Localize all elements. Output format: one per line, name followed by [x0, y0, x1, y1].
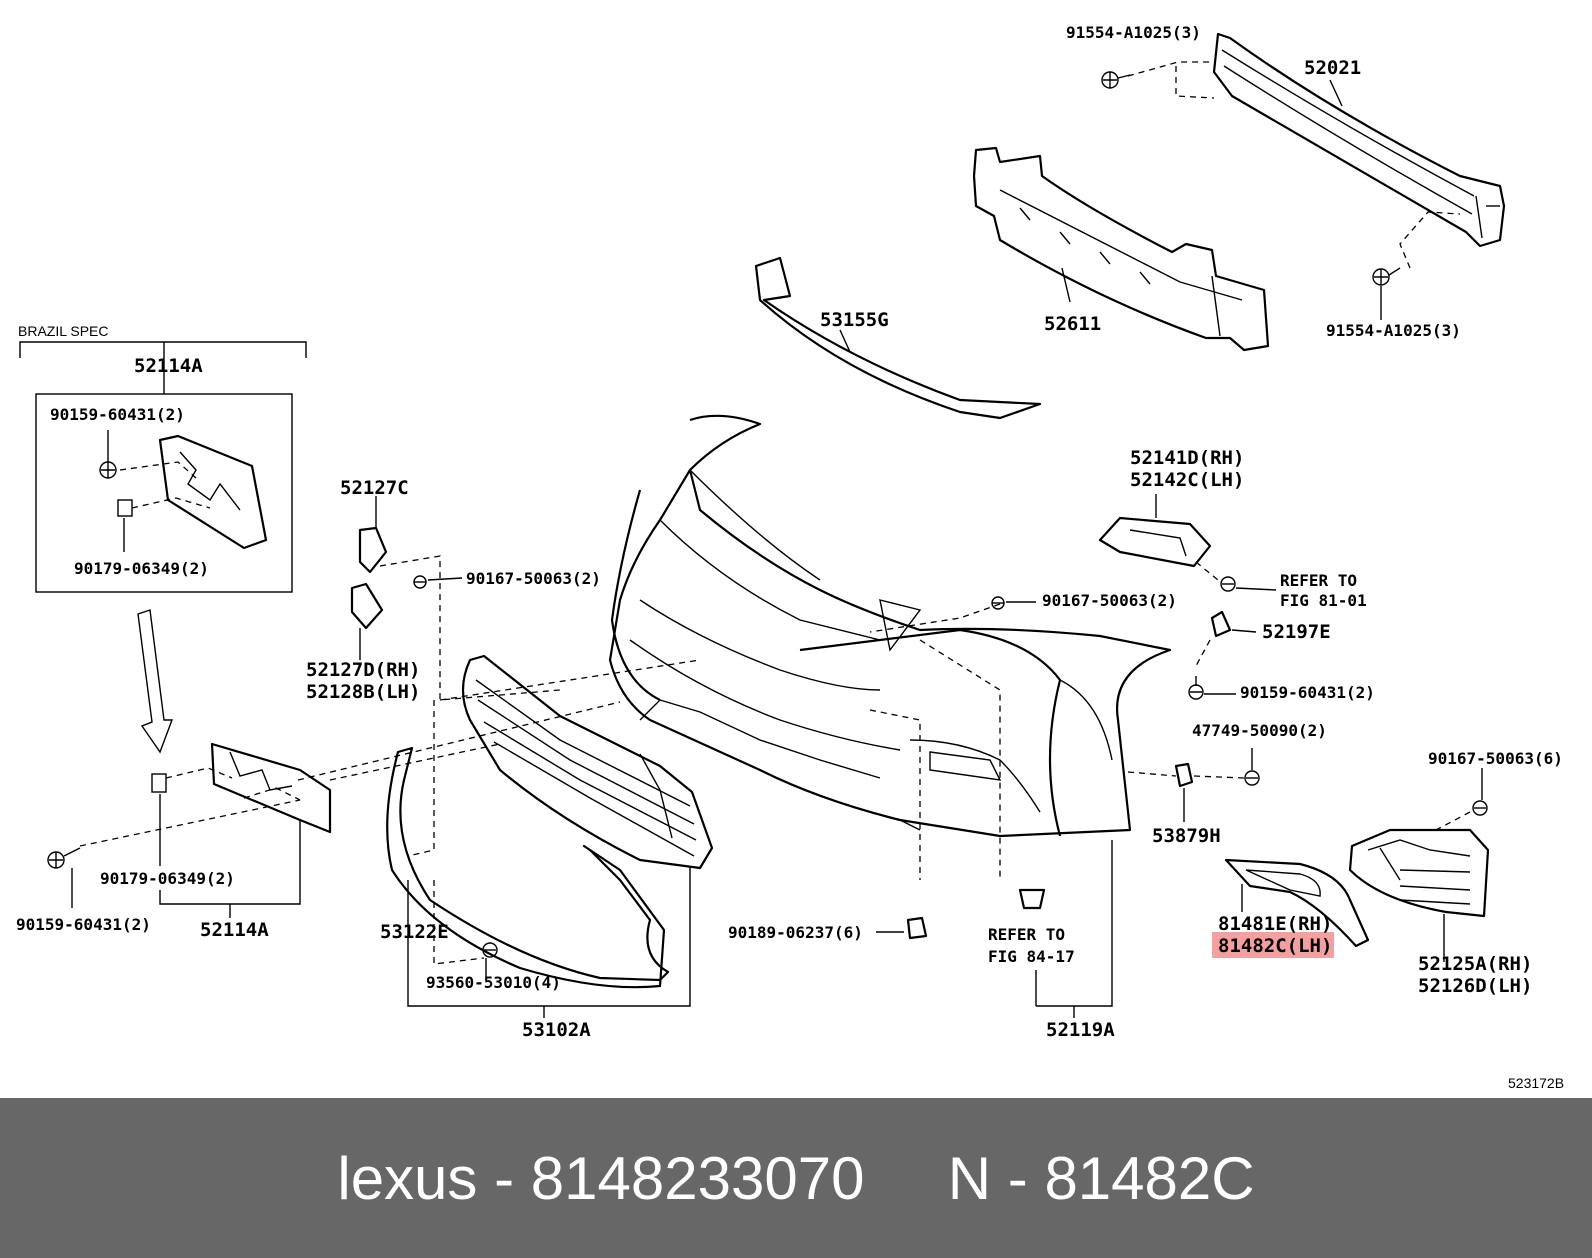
- label-refer-84-a: REFER TO: [988, 925, 1065, 944]
- nut-90179-box: [117, 499, 133, 517]
- labels: 91554-A1025(3) 52021 91554-A1025(3) 5315…: [16, 23, 1564, 1091]
- clip-90167-mid: [991, 596, 1005, 610]
- clip-refer-84: [1018, 888, 1046, 910]
- bracket-52127D: [350, 582, 384, 630]
- footer-banner: lexus - 8148233070 N - 81482C: [0, 1098, 1592, 1258]
- label-52611: 52611: [1044, 313, 1101, 335]
- screw-90159-right: [1188, 676, 1204, 700]
- label-52197E: 52197E: [1262, 621, 1331, 643]
- bolt-91554-top: [1101, 71, 1131, 89]
- label-53122E: 53122E: [380, 921, 449, 943]
- bracket-52127C: [358, 526, 388, 574]
- label-brazil-spec: BRAZIL SPEC: [18, 323, 109, 339]
- molding-53122E: [386, 746, 670, 989]
- label-90159-box: 90159-60431(2): [50, 405, 185, 424]
- bolt-90159-lower: [47, 847, 81, 869]
- seal-53879H: [1174, 762, 1194, 788]
- nut-90179-lower: [151, 773, 167, 793]
- label-90159-bottom: 90159-60431(2): [16, 915, 151, 934]
- label-52114A-bottom: 52114A: [200, 919, 269, 941]
- label-52127D: 52127D(RH): [306, 659, 420, 681]
- clip-90167-right: [1472, 800, 1488, 816]
- fog-lamp-bracket-52125A: [1348, 828, 1490, 918]
- label-90167-right: 90167-50063(6): [1428, 749, 1563, 768]
- label-52125A: 52125A(RH): [1418, 953, 1532, 975]
- label-52127C: 52127C: [340, 477, 409, 499]
- label-refer-81-a: REFER TO: [1280, 571, 1357, 590]
- highlight-81482C: [1212, 932, 1334, 958]
- label-52128B: 52128B(LH): [306, 681, 420, 703]
- label-93560: 93560-53010(4): [426, 973, 561, 992]
- footer-text: lexus - 8148233070 N - 81482C: [337, 1144, 1255, 1212]
- bolt-90159-box: [99, 461, 117, 479]
- lower-grille-53102A: [461, 654, 714, 870]
- label-52126D: 52126D(LH): [1418, 975, 1532, 997]
- label-47749: 47749-50090(2): [1192, 721, 1327, 740]
- label-90179-bottom: 90179-06349(2): [100, 869, 235, 888]
- screw-refer-81: [1220, 576, 1236, 592]
- label-81482C: 81482C(LH): [1218, 935, 1332, 957]
- clip-93560: [482, 942, 498, 958]
- parts-diagram: 91554-A1025(3) 52021 91554-A1025(3) 5315…: [16, 23, 1564, 1091]
- label-52119A: 52119A: [1046, 1019, 1115, 1041]
- label-90189: 90189-06237(6): [728, 923, 863, 942]
- bolt-91554-right: [1372, 267, 1401, 286]
- label-53155G: 53155G: [820, 309, 889, 331]
- energy-absorber-52611: [972, 146, 1270, 352]
- bumper-reinforcement-52021: [1212, 32, 1506, 248]
- label-90159-right: 90159-60431(2): [1240, 683, 1375, 702]
- front-bumper-cover-52119A: [608, 414, 1172, 838]
- label-52021: 52021: [1304, 57, 1361, 79]
- label-52141D: 52141D(RH): [1130, 447, 1244, 469]
- license-bracket-52114A: [210, 742, 332, 834]
- down-arrow: [137, 609, 174, 754]
- label-52142C: 52142C(LH): [1130, 469, 1244, 491]
- label-53879H: 53879H: [1152, 825, 1221, 847]
- label-53102A: 53102A: [522, 1019, 591, 1041]
- absorber-53155G: [754, 256, 1042, 420]
- clip-47749: [1244, 770, 1260, 786]
- label-91554-right: 91554-A1025(3): [1326, 321, 1461, 340]
- label-91554-top: 91554-A1025(3): [1066, 23, 1201, 42]
- label-90167-mid: 90167-50063(2): [1042, 591, 1177, 610]
- retainer-52141D: [1098, 516, 1212, 568]
- label-refer-81-b: FIG 81-01: [1280, 591, 1367, 610]
- label-ref-code: 523172B: [1508, 1075, 1564, 1091]
- label-52114A-top: 52114A: [134, 355, 203, 377]
- label-81481E: 81481E(RH): [1218, 913, 1332, 935]
- label-90179-box: 90179-06349(2): [74, 559, 209, 578]
- license-bracket-brazil: [158, 434, 268, 550]
- fog-lamp-cover-81482C: [1224, 858, 1370, 948]
- clip-90167-left: [413, 575, 427, 589]
- clip-52197E: [1210, 610, 1232, 638]
- clip-90189: [906, 916, 928, 940]
- label-90167-left: 90167-50063(2): [466, 569, 601, 588]
- label-refer-84-b: FIG 84-17: [988, 947, 1075, 966]
